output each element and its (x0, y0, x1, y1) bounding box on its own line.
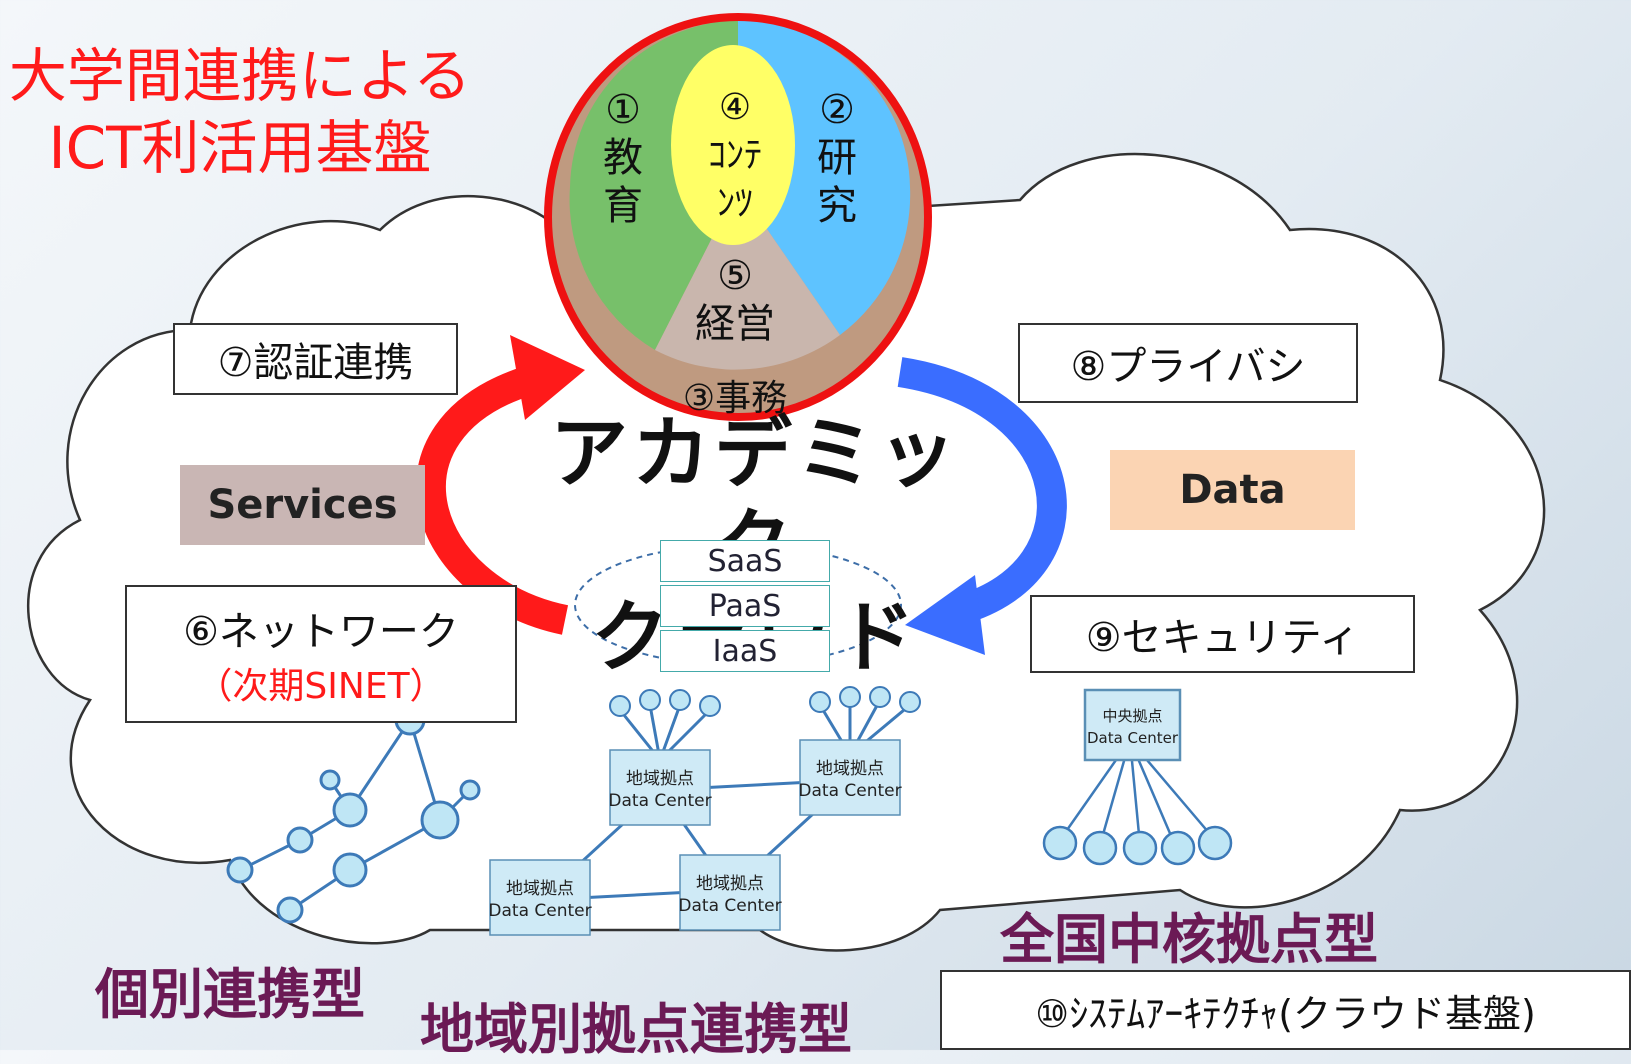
contents-number: ④ (718, 87, 752, 128)
auth-federation-box: ⑦認証連携 (173, 323, 458, 395)
dc-2-sub: Data Center (798, 781, 902, 801)
central-network (1042, 688, 1233, 866)
services-tag: Services (180, 465, 425, 545)
research-char-2: 究 (817, 183, 857, 229)
pie-outline (544, 13, 932, 421)
network-box: ⑥ネットワーク （次期SINET） (125, 585, 517, 723)
diagram-title: 大学間連携による ICT利活用基盤 (0, 40, 480, 184)
education-label: ① 教 育 (598, 86, 648, 230)
contents-segment (671, 45, 795, 245)
iaas-layer: IaaS (660, 630, 830, 672)
dc-4-sub: Data Center (678, 896, 782, 916)
research-char-1: 研 (817, 135, 857, 181)
contents-line-1: ｺﾝﾃ (708, 135, 762, 176)
central-dc-sub: Data Center (1086, 729, 1179, 747)
education-number: ① (605, 87, 641, 133)
system-architecture-box: ⑩ｼｽﾃﾑｱｰｷﾃｸﾁｬ(クラウド基盤) (940, 970, 1631, 1050)
paas-layer: PaaS (660, 585, 830, 627)
dc-1-sub: Data Center (608, 791, 712, 811)
management-number: ⑤ (717, 253, 753, 299)
education-char-2: 育 (603, 183, 643, 229)
central-dc-label: 中央拠点 (1102, 707, 1163, 725)
regional-datacenter-cubes (489, 739, 901, 936)
contents-line-2: ﾝﾂ (717, 183, 753, 224)
contents-label: ④ ｺﾝﾃ ﾝﾂ (690, 84, 780, 228)
research-number: ② (819, 87, 855, 133)
national-type-label: 全国中核拠点型 (1000, 908, 1378, 971)
dc-1-label: 地域拠点 (626, 769, 694, 789)
office-label: ③事務 (682, 378, 788, 419)
management-text: 経営 (695, 301, 775, 347)
privacy-box: ⑧プライバシ (1018, 323, 1358, 403)
domain-pie (544, 13, 932, 421)
title-line-1: 大学間連携による (8, 42, 472, 110)
network-sublabel: （次期SINET） (196, 666, 446, 707)
saas-layer: SaaS (660, 540, 830, 582)
data-tag: Data (1110, 450, 1355, 530)
data-cycle-arrow (897, 357, 1067, 655)
regional-type-label: 地域別拠点連携型 (420, 998, 852, 1061)
management-segment (655, 187, 840, 370)
management-label: ⑤ 経営 (680, 252, 790, 348)
title-line-2: ICT利活用基盤 (48, 114, 432, 182)
regional-leaf-nodes (609, 686, 921, 717)
individual-type-label: 個別連携型 (95, 963, 365, 1026)
dc-3-sub: Data Center (488, 901, 592, 921)
education-char-1: 教 (603, 135, 643, 181)
dc-4-label: 地域拠点 (696, 874, 764, 894)
security-box: ⑨セキュリティ (1030, 595, 1415, 673)
research-label: ② 研 究 (812, 86, 862, 230)
central-dc: 中央拠点 Data Center (1080, 705, 1185, 749)
dc-3-label: 地域拠点 (506, 879, 574, 899)
network-label: ⑥ネットワーク (183, 609, 459, 655)
dc-2-label: 地域拠点 (816, 759, 884, 779)
